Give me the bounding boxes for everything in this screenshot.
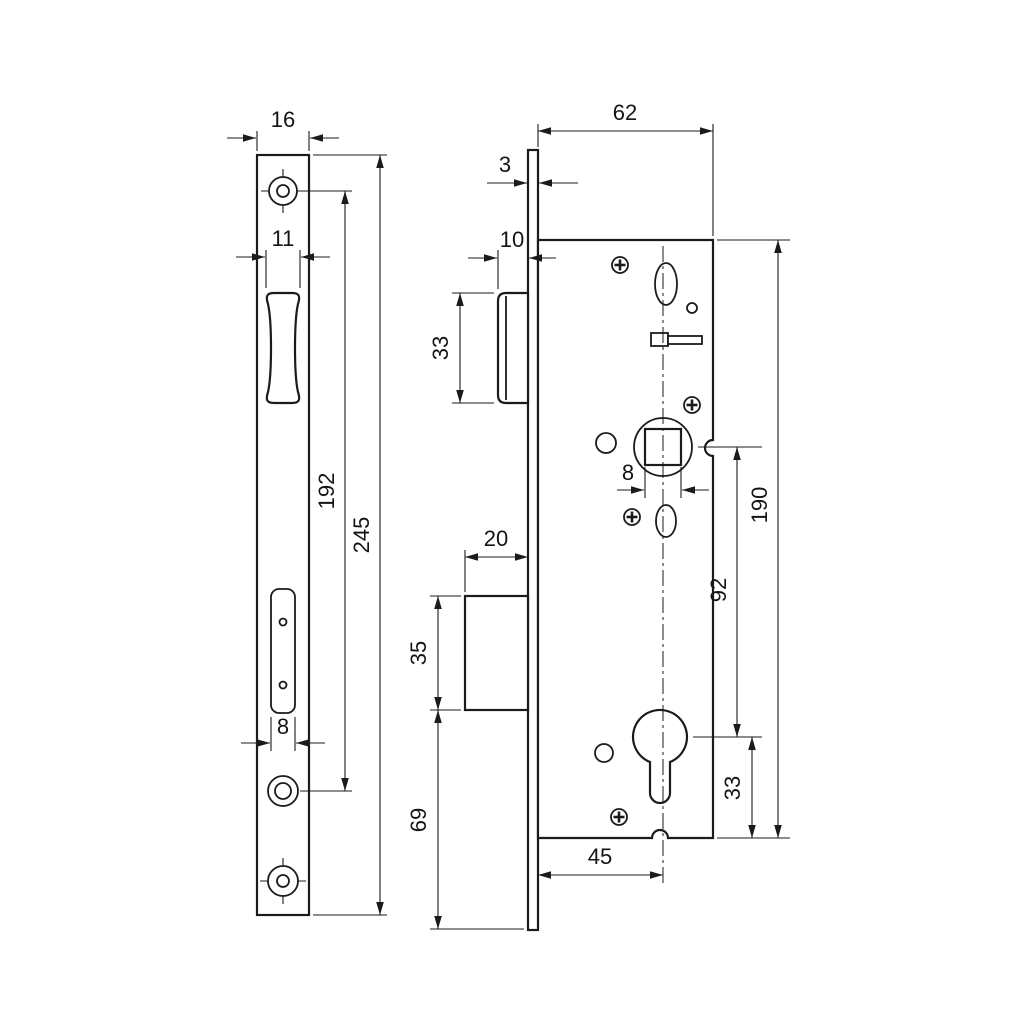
dim-centre-distance: 92 [693, 446, 762, 738]
dim-latch-height: 33 [428, 292, 494, 404]
dim-label-190: 190 [747, 487, 772, 524]
latch-bolt [496, 291, 530, 405]
dim-label-33-latch: 33 [428, 336, 453, 360]
lower-cutout-outline [270, 588, 296, 714]
dim-deadbolt-height: 35 [406, 595, 461, 711]
stop-plate [650, 332, 703, 347]
phillips-screw-bottom [610, 808, 628, 826]
phillips-screw-top [611, 256, 629, 274]
dim-faceplate-width: 16 [227, 107, 339, 151]
faceplate-front-view: 16 11 192 245 [227, 107, 387, 917]
pin-hole-upper [278, 617, 288, 627]
dim-label-192: 192 [314, 473, 339, 510]
slot-top [654, 262, 678, 306]
dim-label-33-bottom: 33 [720, 776, 745, 800]
pin-hole-lower [278, 680, 288, 690]
dim-follower-square: 8 [617, 460, 709, 498]
dim-label-16: 16 [271, 107, 295, 132]
small-hole-top [686, 302, 698, 314]
small-hole-mid [595, 432, 617, 454]
dim-total-length: 245 [313, 154, 387, 916]
bottom-hole-lower [260, 858, 306, 904]
latch-bolt-outline [496, 291, 530, 405]
deadbolt [463, 594, 530, 712]
dim-label-10: 10 [500, 227, 524, 252]
latch-cutout [265, 291, 301, 405]
dim-latch-cutout-width: 11 [236, 226, 330, 288]
dim-deadbolt-projection: 20 [464, 526, 528, 592]
dim-label-92: 92 [706, 578, 731, 602]
dim-label-45: 45 [588, 844, 612, 869]
hole-inner [274, 782, 292, 800]
dim-label-8-square: 8 [622, 460, 634, 485]
dim-body-depth: 62 [537, 100, 714, 236]
dim-label-35: 35 [406, 641, 431, 665]
slot-middle [655, 504, 677, 538]
dim-hole-pitch: 192 [299, 190, 352, 792]
phillips-screw-right [683, 396, 701, 414]
lock-body-side-view: 62 3 10 33 20 [406, 100, 790, 932]
lower-cutout [270, 588, 296, 714]
bottom-hole-upper [267, 775, 299, 807]
stop-plate-left [650, 332, 669, 347]
dim-faceplate-thickness: 3 [487, 152, 578, 187]
dim-body-height: 190 [717, 239, 790, 839]
faceplate-edge [526, 148, 540, 932]
dim-label-245: 245 [349, 517, 374, 554]
dim-label-8: 8 [277, 714, 289, 739]
dim-label-20: 20 [484, 526, 508, 551]
dim-latch-projection: 10 [468, 227, 556, 289]
lock-case-outline [536, 238, 715, 840]
top-screw-hole [261, 169, 305, 213]
dim-cylinder-to-bottom: 33 [720, 737, 756, 838]
phillips-screw-mid [623, 508, 641, 526]
dim-label-3: 3 [499, 152, 511, 177]
dim-label-69: 69 [406, 808, 431, 832]
dim-lower-cutout-width: 8 [241, 714, 325, 751]
stop-plate-right [667, 335, 703, 345]
small-hole-bottom [594, 743, 614, 763]
dim-label-62: 62 [613, 100, 637, 125]
dim-backset: 45 [538, 844, 663, 879]
dim-label-11: 11 [272, 226, 295, 251]
hole-inner [276, 874, 290, 888]
dim-deadbolt-to-bottom: 69 [406, 710, 524, 930]
euro-cylinder-hole [631, 708, 689, 805]
hole-inner [276, 184, 290, 198]
